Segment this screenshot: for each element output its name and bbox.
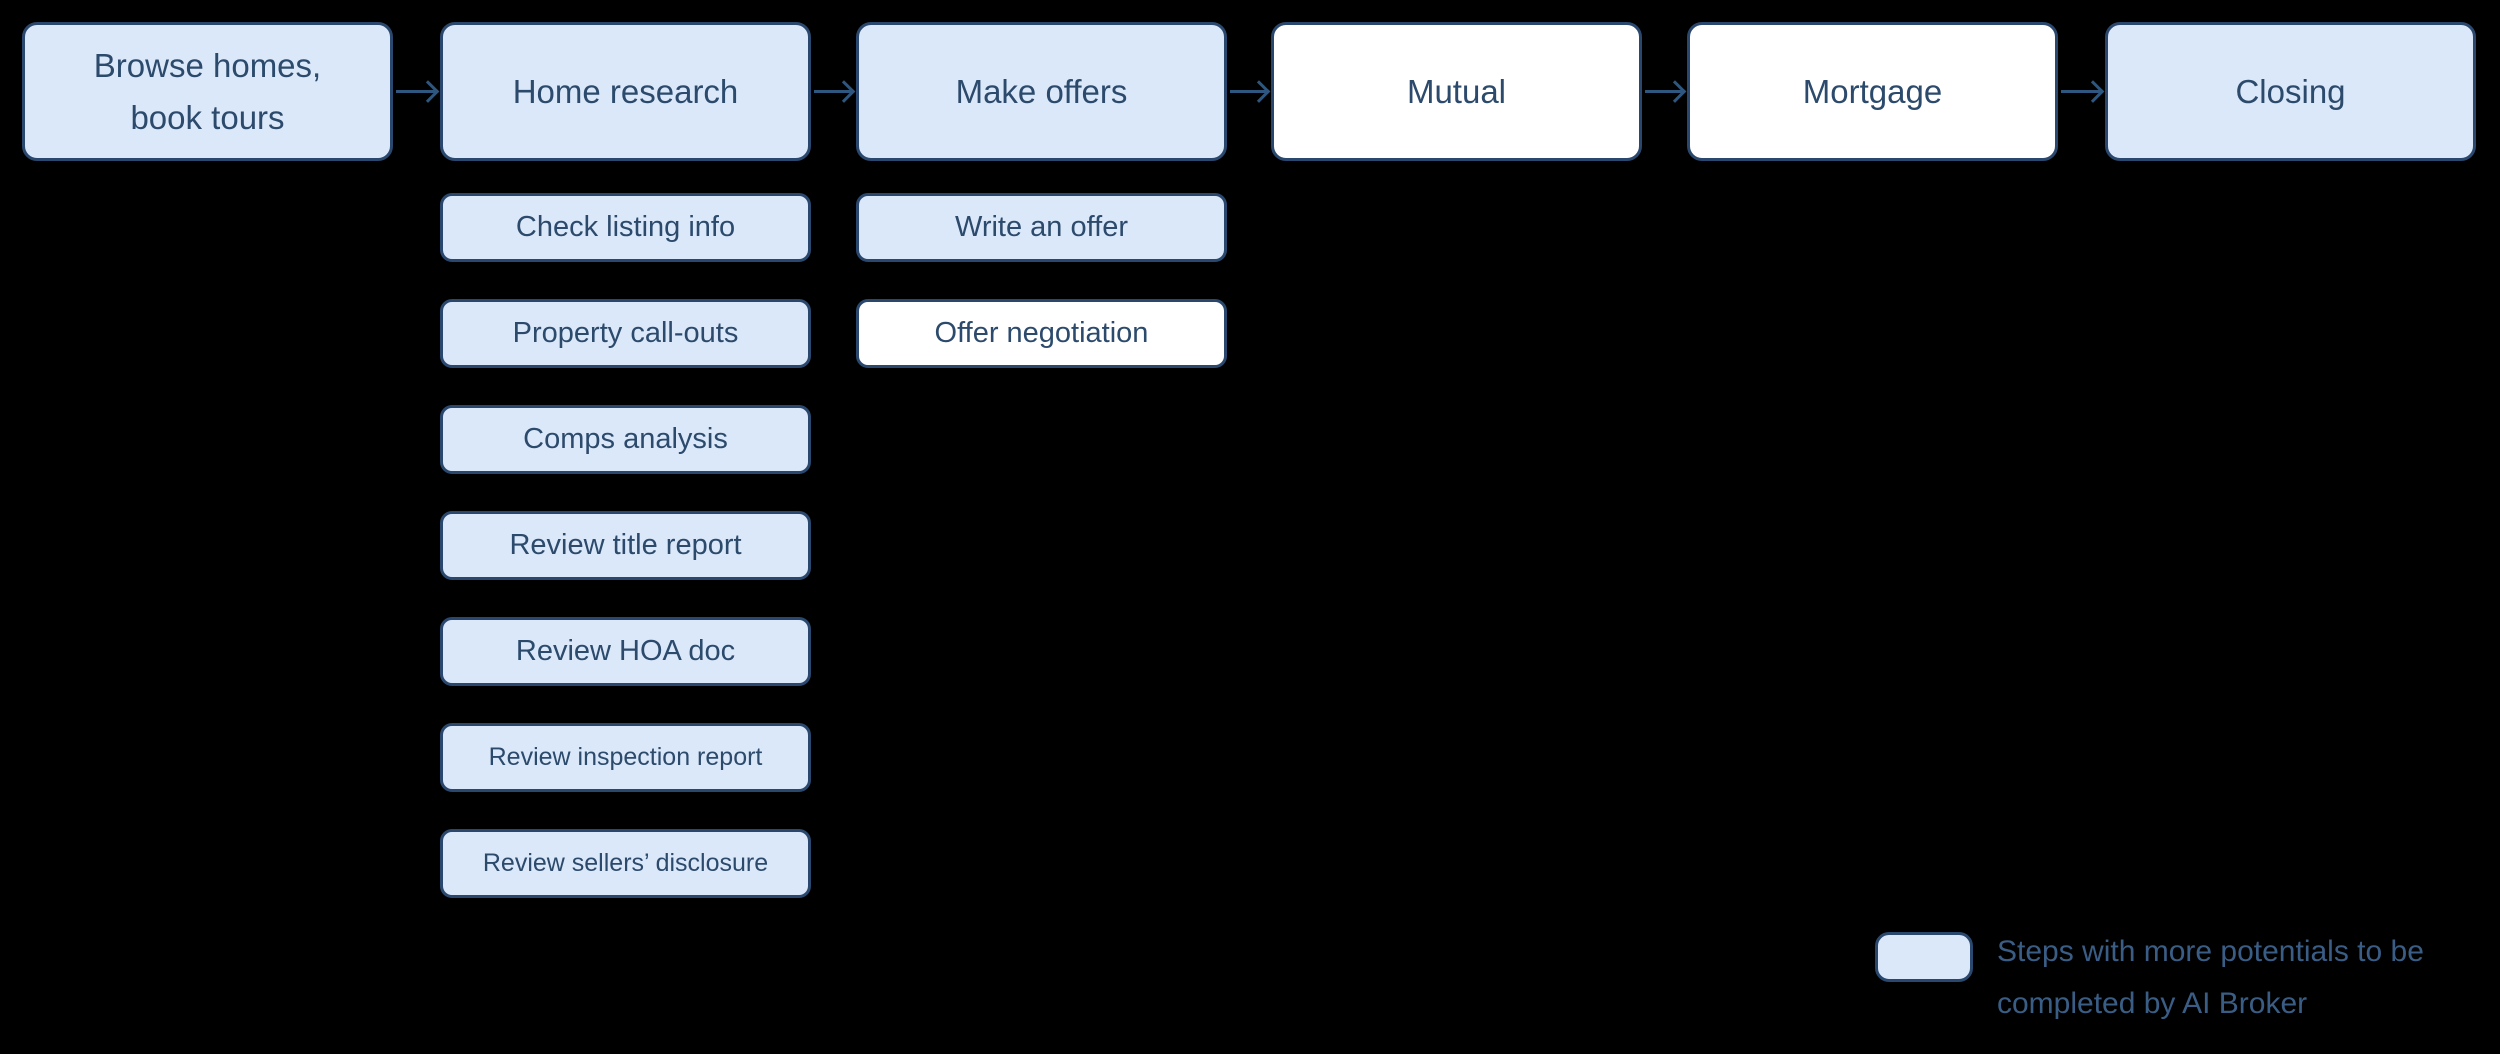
substep-comps-analysis: Comps analysis: [440, 405, 811, 474]
legend-label: Steps with more potentials to be complet…: [1997, 935, 2424, 1020]
step-make-offers: Make offers: [856, 22, 1227, 161]
step-mortgage: Mortgage: [1687, 22, 2058, 161]
step-browse-homes: Browse homes, book tours: [22, 22, 393, 161]
flow-arrow-5: [2061, 90, 2102, 93]
flow-arrow-1: [396, 90, 437, 93]
step-closing: Closing: [2105, 22, 2476, 161]
flow-arrow-3: [1230, 90, 1268, 93]
substep-review-hoa-doc: Review HOA doc: [440, 617, 811, 686]
substep-review-sellers-disclosure: Review sellers’ disclosure: [440, 829, 811, 898]
substep-review-title-report: Review title report: [440, 511, 811, 580]
substep-offer-negotiation: Offer negotiation: [856, 299, 1227, 368]
substep-property-call-outs: Property call-outs: [440, 299, 811, 368]
substep-review-inspection-report: Review inspection report: [440, 723, 811, 792]
flow-arrow-2: [814, 90, 853, 93]
legend-swatch: [1875, 932, 1973, 982]
substep-write-an-offer: Write an offer: [856, 193, 1227, 262]
flow-arrow-4: [1645, 90, 1684, 93]
step-mutual: Mutual: [1271, 22, 1642, 161]
substep-check-listing-info: Check listing info: [440, 193, 811, 262]
step-home-research: Home research: [440, 22, 811, 161]
